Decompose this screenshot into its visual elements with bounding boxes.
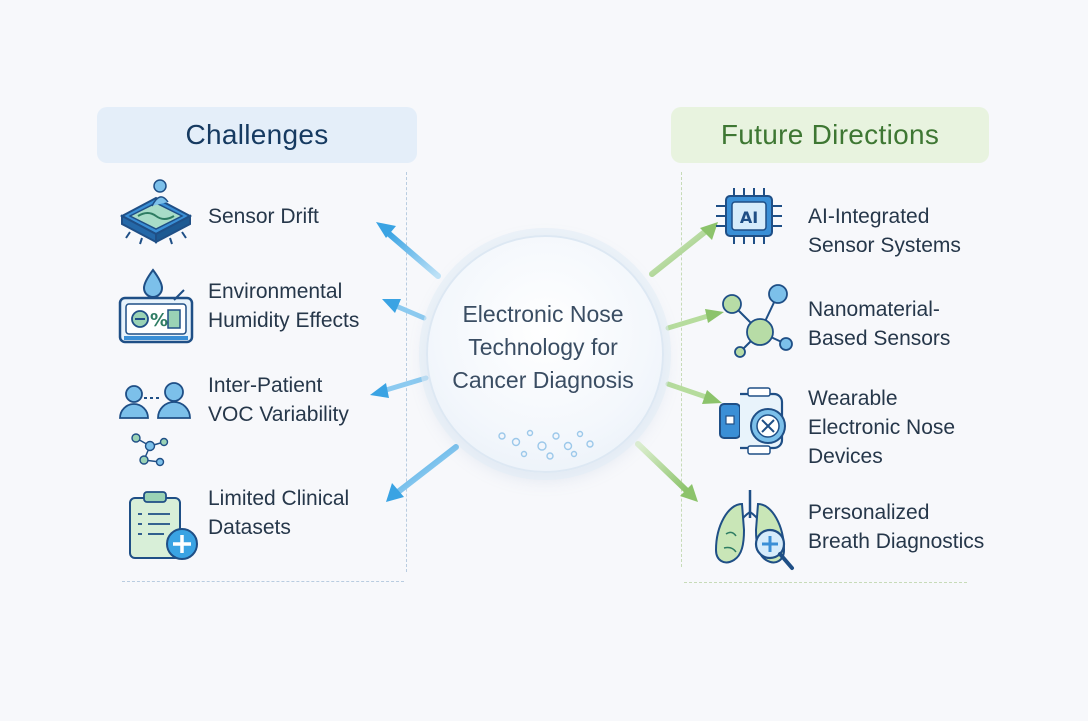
future-nanomaterial-label: Nanomaterial- Based Sensors (808, 298, 951, 350)
humidity-monitor-icon: % (118, 268, 194, 344)
arrow-to-sensor-drift (376, 222, 441, 279)
challenge-humidity-label: Environmental Humidity Effects (208, 280, 360, 332)
left-bottom-divider (122, 581, 404, 582)
right-bottom-divider (684, 582, 967, 583)
clipboard-plus-icon (129, 491, 198, 560)
center-hub-label: Electronic Nose Technology for Cancer Di… (452, 301, 634, 393)
challenge-sensor-drift-label: Sensor Drift (208, 205, 319, 228)
right-column-divider (681, 172, 682, 567)
challenge-clinical-datasets-label: Limited Clinical Datasets (208, 487, 350, 539)
future-breath-diagnostics-label: Personalized Breath Diagnostics (808, 501, 985, 553)
arrow-to-voc-variability (370, 375, 429, 398)
challenge-voc-variability-label: Inter-Patient VOC Variability (208, 374, 349, 426)
left-column-divider (406, 172, 407, 572)
svg-text:%: % (150, 310, 168, 331)
center-hub (426, 235, 664, 473)
lungs-magnifier-icon (714, 490, 794, 570)
arrow-to-breath-diagnostics (635, 441, 698, 502)
molecule-icon (722, 284, 793, 358)
bubbles-icon (498, 429, 594, 460)
arrow-to-clinical-datasets (386, 444, 459, 502)
ai-chip-icon: AI (716, 188, 782, 244)
ai-chip-text: AI (740, 208, 758, 227)
future-wearable-label: Wearable Electronic Nose Devices (808, 387, 956, 468)
future-ai-sensors-label: AI-Integrated Sensor Systems (808, 205, 961, 257)
arrow-to-humidity (382, 299, 427, 321)
sensor-chip-icon (119, 179, 193, 245)
future-directions-header: Future Directions (671, 107, 989, 163)
wearable-device-icon (719, 387, 786, 455)
arrow-to-wearable (665, 381, 722, 404)
arrow-to-nanomaterial (665, 309, 724, 331)
challenges-header: Challenges (97, 107, 417, 163)
patients-network-icon (119, 382, 191, 467)
arrow-to-ai-sensors (649, 222, 718, 277)
